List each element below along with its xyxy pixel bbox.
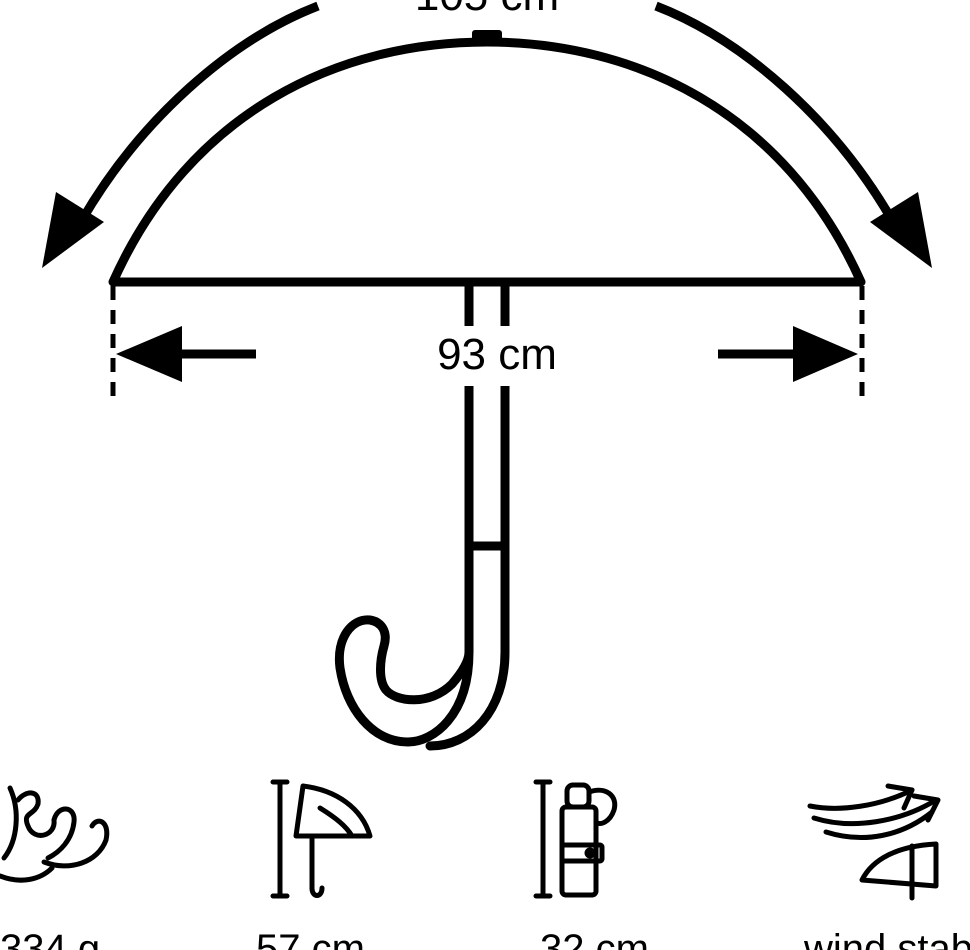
open-umbrella-length-icon	[270, 779, 373, 899]
wind-umbrella-icon	[807, 783, 941, 901]
umbrella-shaft	[464, 286, 510, 652]
left-span-arrowhead	[116, 326, 182, 382]
left-arc-arrow-shaft	[78, 1, 320, 223]
folded-length-label: 32 cm	[540, 927, 649, 950]
span-label: 93 cm	[437, 330, 557, 379]
umbrella-canopy	[108, 30, 866, 287]
right-arc-arrow-shaft	[654, 1, 896, 223]
canopy-outline	[108, 37, 866, 287]
span-dimension	[110, 286, 865, 398]
right-span-arrowhead	[793, 326, 858, 382]
left-arc-arrowhead	[42, 192, 104, 268]
weight-label: 334 g	[0, 927, 100, 950]
umbrella-handle	[334, 615, 510, 751]
feather-weight-icon	[0, 785, 110, 883]
arc-length-arrows	[42, 1, 932, 268]
open-length-label: 57 cm	[256, 927, 365, 950]
arc-length-label: 105 cm	[415, 0, 559, 20]
wind-stable-label: wind stable	[803, 927, 970, 950]
folded-umbrella-length-icon	[533, 779, 618, 899]
right-arc-arrowhead	[870, 192, 932, 268]
